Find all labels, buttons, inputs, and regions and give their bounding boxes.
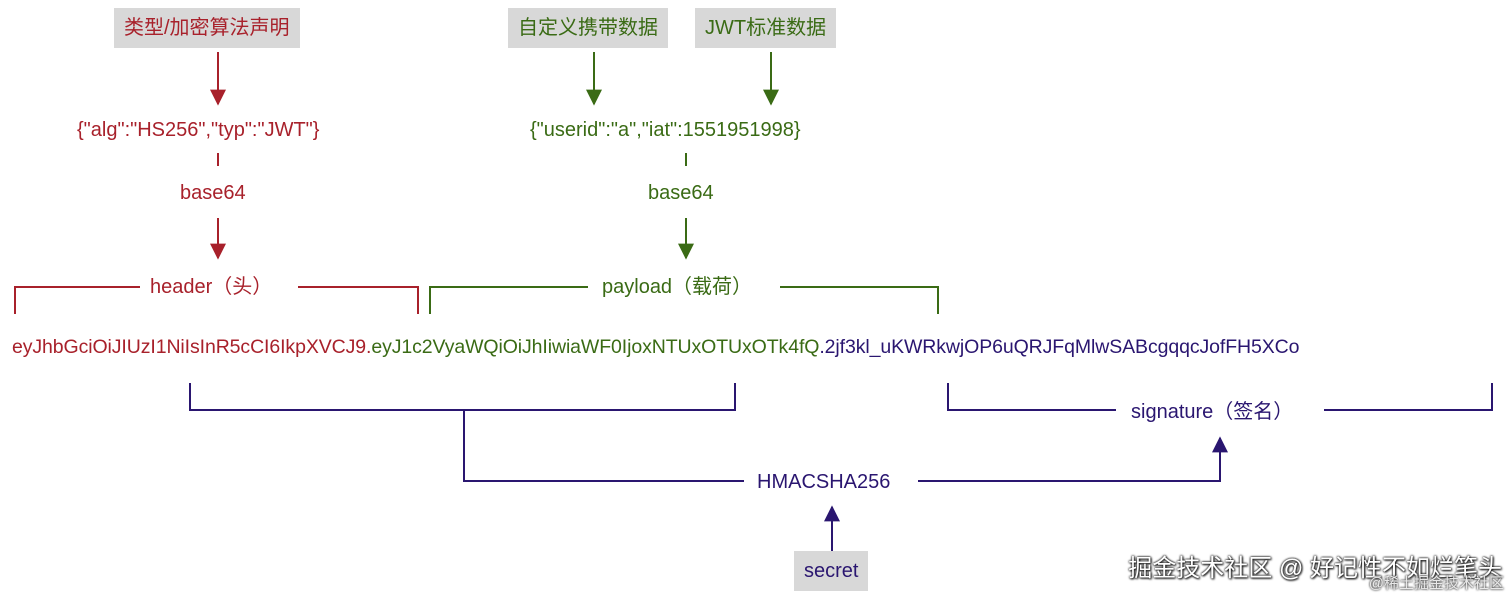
payload-custom-data-box: 自定义携带数据: [508, 8, 668, 48]
header-json: {"alg":"HS256","typ":"JWT"}: [77, 119, 320, 141]
secret-label: secret: [804, 560, 859, 582]
secret-box: secret: [794, 551, 869, 591]
bracket-header-right: [298, 286, 419, 314]
jwt-token: eyJhbGciOiJIUzI1NiIsInR5cCI6IkpXVCJ9.eyJ…: [12, 335, 1299, 359]
payload-custom-data-label: 自定义携带数据: [518, 17, 658, 39]
token-separator-1: .: [366, 336, 372, 358]
header-base64-label: base64: [180, 182, 246, 204]
payload-bracket-label: payload（载荷）: [602, 276, 753, 298]
line-input-to-hmac: [463, 410, 744, 482]
watermark-sub: @稀土掘金技术社区: [1368, 575, 1504, 592]
bracket-header-payload-input: [189, 383, 736, 411]
token-signature-part: 2jf3kl_uKWRkwjOP6uQRJFqMlwSABcgqqcJofFH5…: [824, 336, 1300, 358]
signature-bracket-label: signature（签名）: [1131, 401, 1294, 423]
token-separator-2: .: [819, 336, 825, 358]
bracket-header-left: [14, 286, 140, 314]
watermark-main: 掘金技术社区 @ 好记性不如烂笔头: [1128, 555, 1502, 582]
header-bracket-label: header（头）: [150, 276, 273, 298]
arrow-hmac-to-signature: [918, 436, 1228, 482]
payload-standard-data-box: JWT标准数据: [695, 8, 837, 48]
bracket-payload-left: [429, 286, 588, 314]
bracket-signature-left: [947, 383, 1116, 411]
token-payload-part: eyJ1c2VyaWQiOiJhIiwiaWF0IjoxNTUxOTUxOTk4…: [371, 336, 820, 358]
payload-base64-label: base64: [648, 182, 714, 204]
payload-json: {"userid":"a","iat":1551951998}: [530, 119, 801, 141]
header-type-algorithm-label: 类型/加密算法声明: [124, 17, 290, 39]
header-type-algorithm-box: 类型/加密算法声明: [114, 8, 300, 48]
bracket-payload-right: [780, 286, 939, 314]
token-header-part: eyJhbGciOiJIUzI1NiIsInR5cCI6IkpXVCJ9: [12, 336, 367, 358]
payload-standard-data-label: JWT标准数据: [705, 17, 827, 39]
hmac-algorithm-label: HMACSHA256: [757, 471, 891, 493]
bracket-signature-right: [1324, 383, 1493, 411]
